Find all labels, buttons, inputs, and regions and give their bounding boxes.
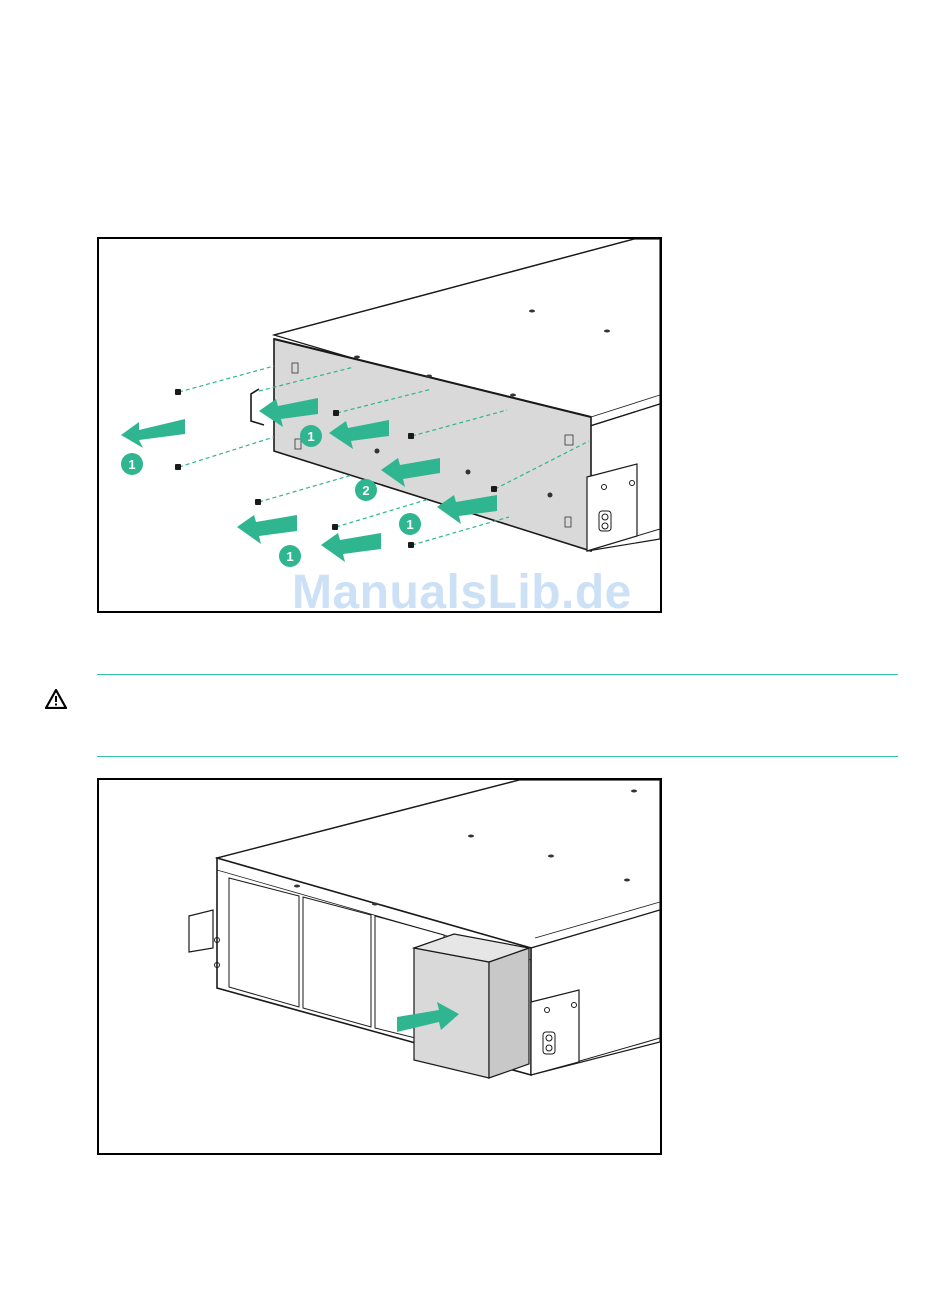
figure-remove-panel: 1 1 2 1 1	[97, 237, 662, 613]
svg-text:2: 2	[362, 483, 369, 498]
warning-triangle-icon	[45, 689, 67, 709]
svg-text:1: 1	[128, 457, 135, 472]
callout-1c: 1	[399, 513, 421, 535]
module-side	[489, 948, 529, 1078]
svg-text:1: 1	[406, 517, 413, 532]
callout-1d: 1	[279, 545, 301, 567]
callout-1b: 1	[300, 425, 322, 447]
svg-text:1: 1	[286, 549, 293, 564]
figure-install-module-illustration	[99, 780, 660, 1153]
callouts-layer: 1 1 2 1 1	[99, 239, 660, 611]
caution-bottom-rule	[97, 756, 898, 757]
callout-2: 2	[355, 479, 377, 501]
watermark: ManualsLib.de	[292, 565, 632, 620]
callout-1a: 1	[121, 453, 143, 475]
svg-text:1: 1	[307, 429, 314, 444]
caution-top-rule	[97, 674, 898, 675]
figure-install-module	[97, 778, 662, 1155]
